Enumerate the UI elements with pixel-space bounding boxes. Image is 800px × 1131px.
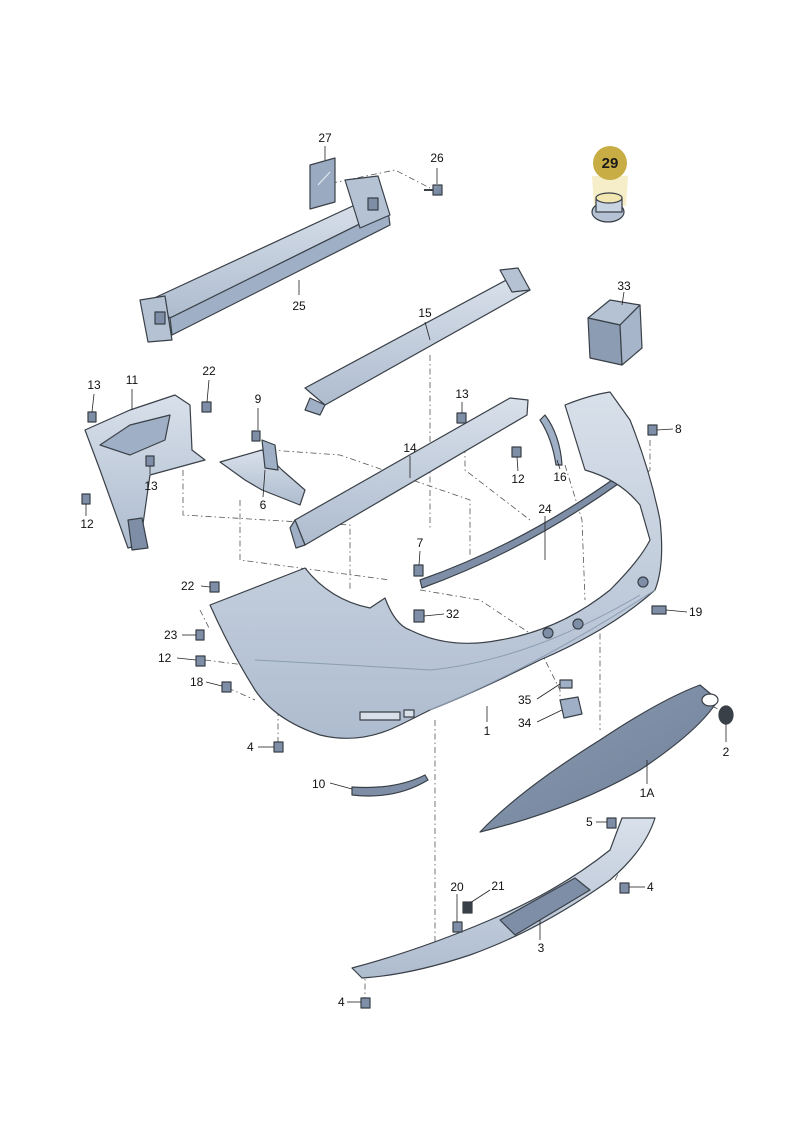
part-24-strip (419, 477, 619, 589)
callout-6[interactable]: 6 (260, 498, 267, 512)
highlight-badge-number: 29 (602, 155, 619, 172)
callout-1[interactable]: 1 (484, 724, 491, 738)
part-10-reflector-trim (351, 774, 429, 797)
part-27-label-sticker (309, 157, 336, 210)
callout-34[interactable]: 34 (518, 716, 532, 730)
part-1A-diffuser-panel (479, 684, 734, 833)
hardware-fasteners (81, 401, 667, 1009)
callout-2[interactable]: 2 (723, 745, 730, 759)
callout-21[interactable]: 21 (491, 879, 505, 893)
callout-3[interactable]: 3 (538, 941, 545, 955)
callout-labels: 27 26 25 15 13 11 22 9 13 12 6 14 13 12 … (80, 131, 729, 1009)
callout-16[interactable]: 16 (553, 470, 567, 484)
callout-14[interactable]: 14 (403, 441, 417, 455)
part-25-impact-bar (139, 175, 391, 343)
callout-12-right[interactable]: 12 (511, 472, 525, 486)
callout-22-lower[interactable]: 22 (181, 579, 195, 593)
part-33-control-unit (587, 299, 643, 366)
callout-20[interactable]: 20 (450, 880, 464, 894)
callout-24[interactable]: 24 (538, 502, 552, 516)
part-29-highlighted-sensor-holder: 29 (591, 146, 628, 223)
callout-12-left[interactable]: 12 (80, 517, 94, 531)
callout-5[interactable]: 5 (586, 815, 593, 829)
callout-35[interactable]: 35 (518, 693, 532, 707)
callout-32[interactable]: 32 (446, 607, 460, 621)
callout-12-lower[interactable]: 12 (158, 651, 172, 665)
callout-13-left[interactable]: 13 (87, 378, 101, 392)
callout-13-right[interactable]: 13 (455, 387, 469, 401)
callout-15[interactable]: 15 (418, 306, 432, 320)
callout-18[interactable]: 18 (190, 675, 204, 689)
callout-13-lower[interactable]: 13 (144, 479, 158, 493)
callout-9[interactable]: 9 (255, 392, 262, 406)
callout-27[interactable]: 27 (318, 131, 332, 145)
part-11-left-bracket (84, 394, 206, 551)
callout-10[interactable]: 10 (312, 777, 326, 791)
callout-19[interactable]: 19 (689, 605, 703, 619)
callout-4-left[interactable]: 4 (247, 740, 254, 754)
callout-23[interactable]: 23 (164, 628, 178, 642)
part-16-trim-strip (539, 414, 563, 466)
callout-7[interactable]: 7 (417, 536, 424, 550)
leader-lines (85, 146, 727, 1003)
part-1-bumper-cover (209, 391, 663, 739)
part-26-bolt (424, 184, 443, 196)
part-14-lower-guide (289, 397, 529, 549)
callout-4-bottom[interactable]: 4 (338, 995, 345, 1009)
part-3-lower-spoiler (351, 817, 656, 979)
callout-4-right[interactable]: 4 (647, 880, 654, 894)
highlight-badge[interactable] (593, 146, 627, 180)
callout-1A[interactable]: 1A (640, 786, 655, 800)
callout-26[interactable]: 26 (430, 151, 444, 165)
callout-8[interactable]: 8 (675, 422, 682, 436)
callout-11[interactable]: 11 (126, 373, 139, 387)
part-15-upper-guide (304, 267, 531, 416)
callout-22-upper[interactable]: 22 (202, 364, 216, 378)
part-6-bracket (219, 439, 306, 506)
callout-25[interactable]: 25 (292, 299, 306, 313)
callout-33[interactable]: 33 (617, 279, 631, 293)
